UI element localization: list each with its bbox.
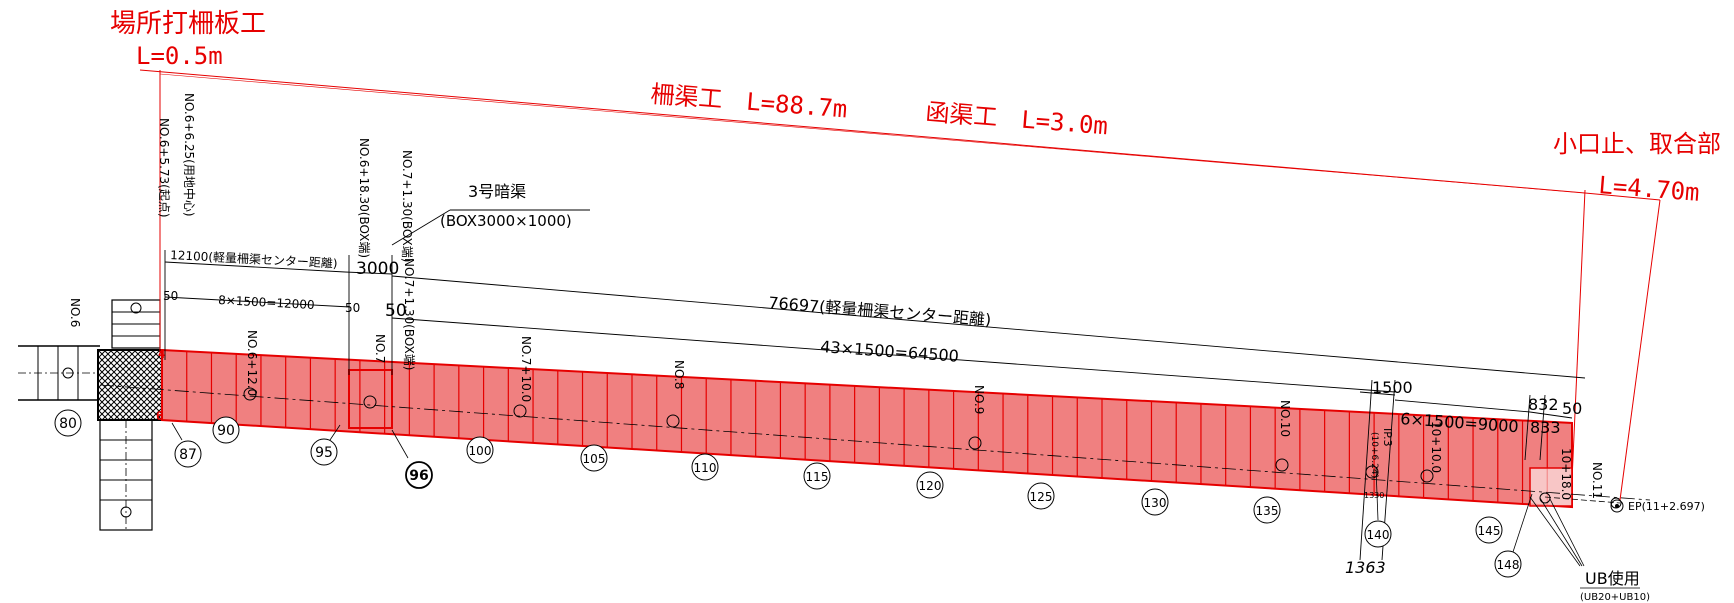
ub-sub: (UB20+UB10) — [1580, 592, 1650, 603]
station-no10-10: 10+10.0 — [1429, 421, 1443, 473]
marker-110: 110 — [691, 453, 719, 481]
station-no6-1830: NO.6+18.30(BOX端) — [357, 138, 371, 258]
svg-text:100: 100 — [469, 444, 492, 458]
marker-87: 87 — [174, 440, 202, 468]
svg-text:125: 125 — [1030, 490, 1053, 504]
marker-96: 96 — [405, 461, 433, 489]
dim-50-a: 50 — [163, 289, 178, 303]
marker-148: 148 — [1494, 550, 1522, 578]
svg-text:120: 120 — [919, 479, 942, 493]
end-stop-block — [1529, 467, 1573, 507]
svg-text:95: 95 — [315, 445, 333, 461]
station-no7-130a: NO.7+1.30(BOX端) — [400, 150, 414, 262]
marker-80: 80 — [54, 409, 82, 437]
station-no10-18: 10+18.0 — [1559, 448, 1573, 500]
ep-label: EP(11+2.697) — [1628, 500, 1705, 513]
marker-100: 100 — [466, 436, 494, 464]
numbered-markers: 80 87 90 95 96 100 105 110 115 120 125 130 135 140 145… — [54, 409, 1522, 578]
mark-4: 4 — [158, 347, 165, 361]
marker-115: 115 — [803, 462, 831, 490]
marker-145: 145 — [1475, 516, 1503, 544]
side-channel-bottom — [99, 419, 153, 531]
box-culvert-label: 函渠工 L=3.0m — [925, 98, 1109, 140]
marker-140: 140 — [1364, 520, 1392, 548]
dimension-lines — [164, 209, 1586, 561]
station-no6-573: NO.6+5.73(起点) — [157, 118, 171, 218]
svg-text:115: 115 — [806, 470, 829, 484]
svg-text:96: 96 — [409, 468, 428, 484]
svg-text:145: 145 — [1478, 524, 1501, 538]
site-fence-length: L=0.5m — [136, 42, 223, 70]
fence-channel — [161, 348, 1573, 509]
dim-1500: 1500 — [1372, 378, 1413, 397]
dim-1330: 1330 — [1364, 491, 1384, 500]
svg-text:135: 135 — [1256, 504, 1279, 518]
station-ip3-sub: (10+6.24) — [1369, 432, 1379, 478]
svg-text:140: 140 — [1367, 528, 1390, 542]
marker-90: 90 — [212, 416, 240, 444]
station-no6-12: NO.6+12.0 — [245, 330, 259, 396]
station-no6: NO.6 — [68, 298, 82, 327]
small-stop-length: L=4.70m — [1598, 171, 1701, 207]
svg-text:130: 130 — [1144, 496, 1167, 510]
fence-channel-label: 柵渠工 L=88.7m — [650, 80, 849, 123]
site-fence-title: 場所打柵板工 — [110, 9, 266, 39]
station-no7-130b: NO.7+1.30(BOX端) — [402, 258, 416, 370]
marker-95: 95 — [310, 438, 338, 466]
svg-text:87: 87 — [179, 447, 197, 463]
dim-3000: 3000 — [356, 259, 399, 279]
svg-text:148: 148 — [1497, 558, 1520, 572]
marker-130: 130 — [1141, 488, 1169, 516]
vertical-station-labels: NO.6+6.25(用地中心) NO.6+5.73(起点) NO.6+18.30… — [68, 93, 1604, 500]
culvert-spec: (BOX3000×1000) — [440, 212, 572, 230]
box-culvert-outline — [348, 369, 393, 429]
svg-text:110: 110 — [694, 461, 717, 475]
junction-box — [97, 349, 163, 421]
dim-8x1500: 8×1500=12000 — [218, 293, 315, 312]
upstream-channel — [18, 345, 100, 401]
station-ip3: IP.3 — [1381, 428, 1394, 447]
marker-120: 120 — [916, 471, 944, 499]
dim-1363: 1363 — [1345, 558, 1386, 577]
dim-833: 833 — [1530, 418, 1561, 437]
dim-50-b: 50 — [345, 301, 360, 315]
ub-title: UB使用 — [1585, 569, 1640, 588]
small-stop-title: 小口止、取合部 — [1553, 130, 1721, 158]
dim-50-c: 50 — [385, 301, 407, 321]
station-no6-625: NO.6+6.25(用地中心) — [182, 93, 197, 217]
side-channel-top — [111, 299, 161, 349]
marker-105: 105 — [580, 444, 608, 472]
station-points — [243, 387, 1622, 509]
station-no9: NO.9 — [972, 385, 986, 414]
channel-centerline — [99, 384, 1651, 501]
ep-symbol — [1610, 499, 1624, 513]
dim-50-d: 50 — [1562, 399, 1582, 418]
svg-text:80: 80 — [59, 416, 77, 432]
station-no8: NO.8 — [672, 360, 686, 389]
marker-125: 125 — [1027, 482, 1055, 510]
station-no7-10: NO.7+10.0 — [519, 336, 533, 402]
mark-6: 6 — [156, 409, 163, 423]
station-no10: NO.10 — [1278, 400, 1292, 437]
culvert-title: 3号暗渠 — [468, 182, 526, 201]
marker-leaders — [171, 422, 1585, 567]
station-no11: NO.11 — [1590, 462, 1604, 499]
dim-76697: 76697(軽量柵渠センター距離) — [768, 293, 992, 329]
marker-135: 135 — [1253, 496, 1281, 524]
svg-text:90: 90 — [217, 423, 235, 439]
station-no7: NO.7 — [373, 334, 387, 363]
dim-43x1500: 43×1500=64500 — [820, 337, 960, 366]
dim-832: 832 — [1528, 395, 1559, 414]
extent-lines — [139, 69, 1661, 501]
svg-text:105: 105 — [583, 452, 606, 466]
